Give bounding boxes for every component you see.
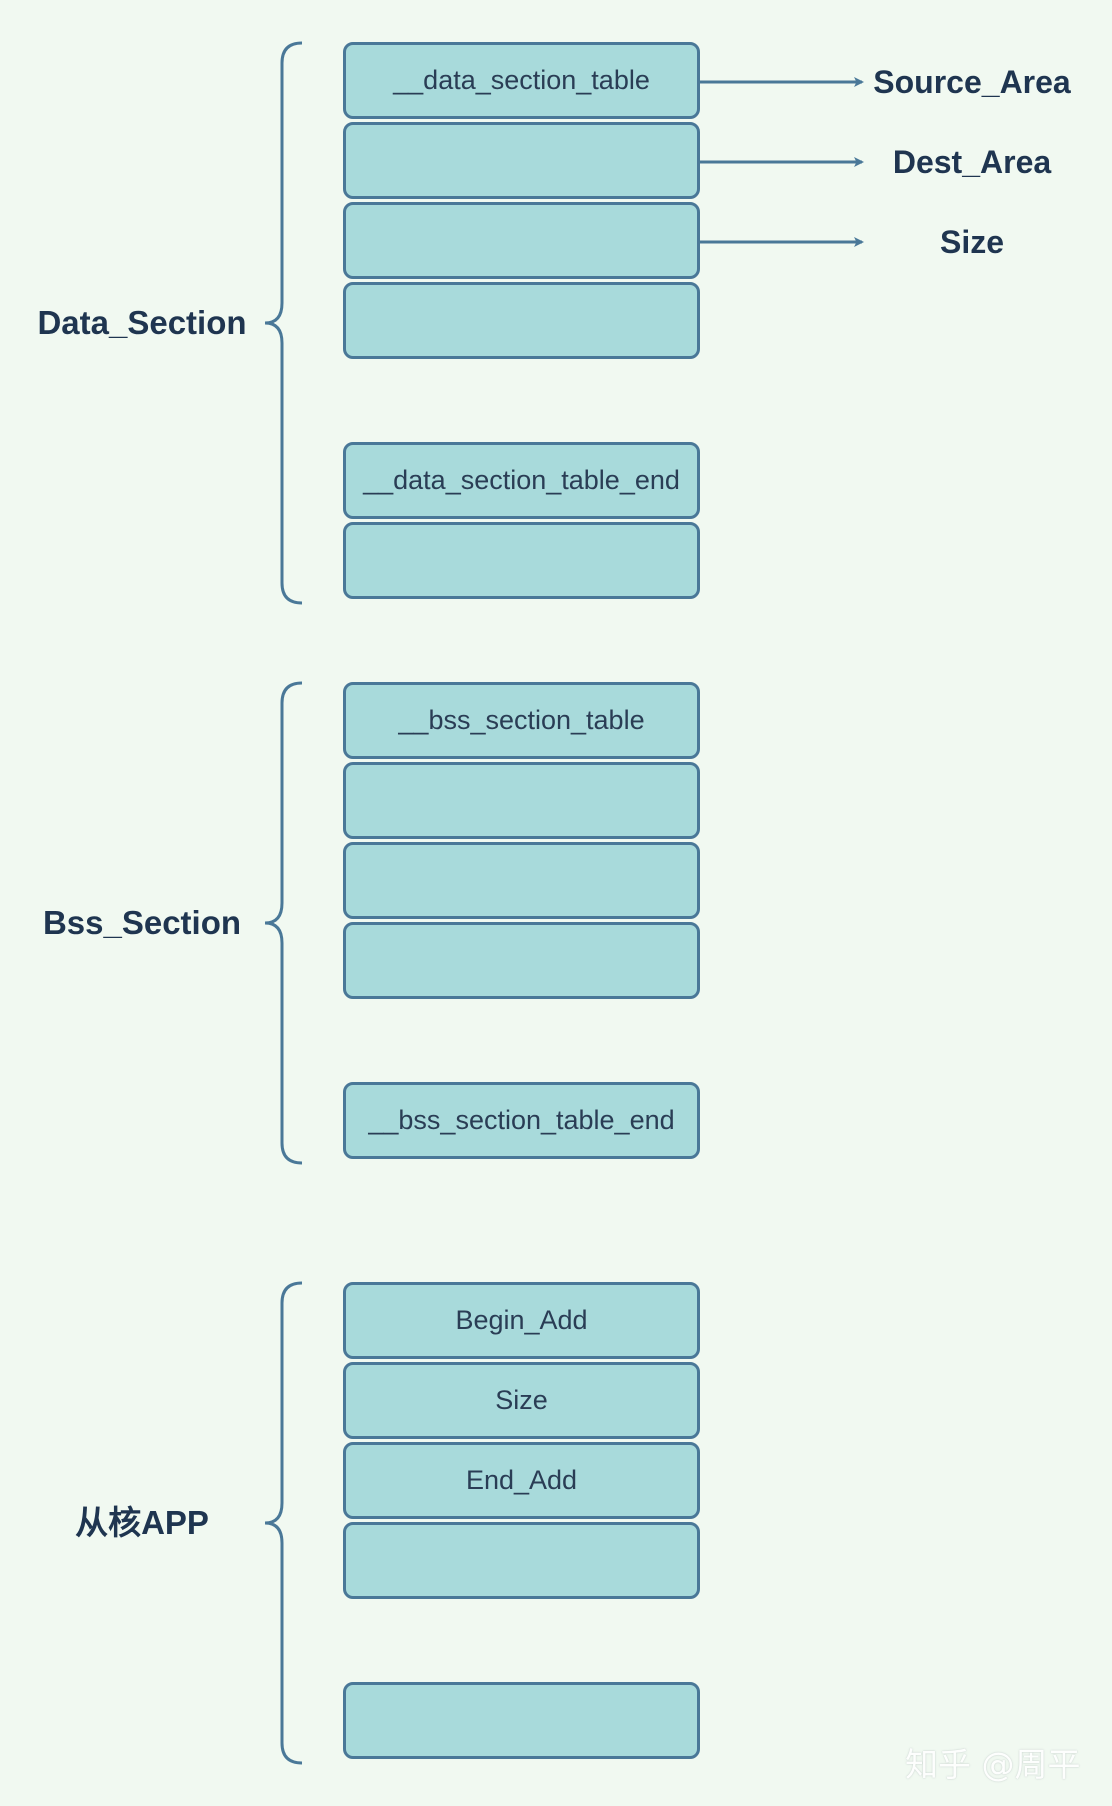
- field-label-source-area: Source_Area: [873, 64, 1071, 100]
- data-section-cell-5: __data_section_table_end: [343, 442, 700, 519]
- brace-data-section: [264, 41, 303, 605]
- app-cell-1: Begin_Add: [343, 1282, 700, 1359]
- data-section-cell-2: [343, 122, 700, 199]
- watermark: 知乎 @周平: [905, 1745, 1081, 1784]
- bss-section-cell-5: __bss_section_table_end: [343, 1082, 700, 1159]
- app-cell-5: [343, 1682, 700, 1759]
- data-section-cell-3: [343, 202, 700, 279]
- field-label-size: Size: [939, 224, 1005, 260]
- bss-section-cell-3: [343, 842, 700, 919]
- bss-section-cell-2: [343, 762, 700, 839]
- brace-bss-section: [264, 681, 303, 1165]
- app-cell-3: End_Add: [343, 1442, 700, 1519]
- data-section-cell-4: [343, 282, 700, 359]
- group-label-data-section: Data_Section: [37, 304, 247, 341]
- group-label-bss-section: Bss_Section: [42, 904, 242, 941]
- bss-section-cell-1: __bss_section_table: [343, 682, 700, 759]
- bss-section-cell-4: [343, 922, 700, 999]
- app-cell-4: [343, 1522, 700, 1599]
- brace-slave-core-app: [264, 1281, 303, 1765]
- data-section-cell-6: [343, 522, 700, 599]
- data-section-cell-1: __data_section_table: [343, 42, 700, 119]
- group-label-slave-core-app: 从核APP: [75, 1504, 209, 1541]
- app-cell-2: Size: [343, 1362, 700, 1439]
- field-label-dest-area: Dest_Area: [892, 144, 1052, 180]
